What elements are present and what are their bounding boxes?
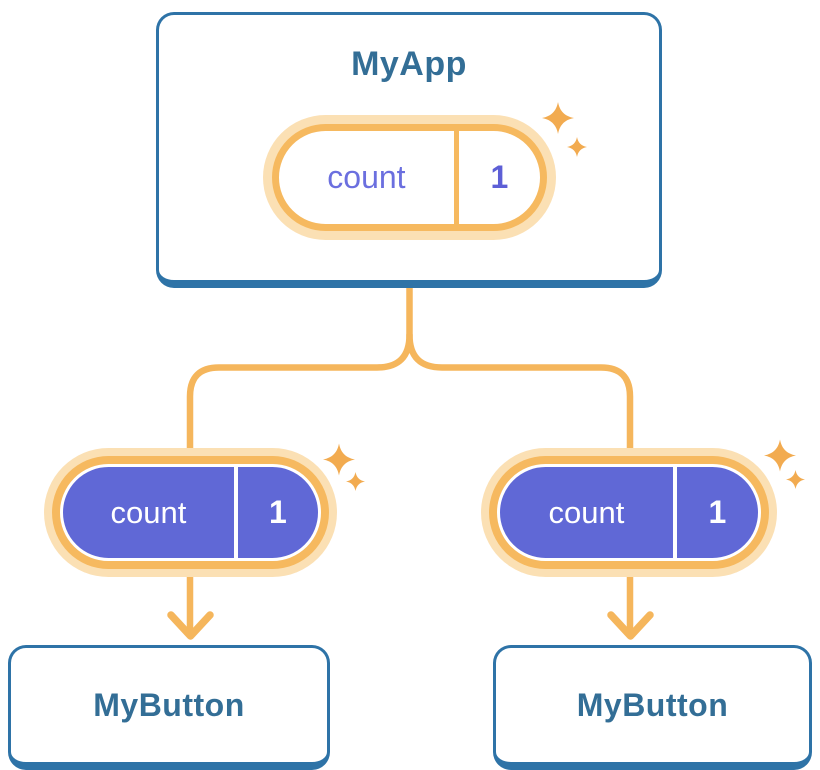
state-value: 1 bbox=[490, 159, 509, 195]
props-pill-left: count 1 bbox=[60, 464, 321, 561]
arrowhead-down-icon bbox=[167, 611, 214, 640]
pill-divider bbox=[672, 467, 677, 558]
sparkle-icon bbox=[764, 437, 796, 474]
sparkle-icon bbox=[346, 471, 365, 492]
sparkle-icon bbox=[567, 136, 587, 158]
prop-name-label: count bbox=[548, 494, 625, 530]
mybutton-card-left: MyButton bbox=[8, 645, 330, 770]
prop-value: 1 bbox=[708, 494, 727, 530]
prop-value: 1 bbox=[269, 494, 287, 530]
sparkle-icon bbox=[786, 469, 805, 490]
component-title: MyApp bbox=[351, 45, 467, 83]
props-pill-right: count 1 bbox=[497, 464, 761, 561]
arrowhead-down-icon bbox=[607, 611, 654, 640]
connector-branch-left bbox=[186, 278, 413, 637]
pill-divider bbox=[453, 131, 459, 224]
pill-divider bbox=[233, 467, 238, 558]
component-title: MyButton bbox=[93, 686, 245, 723]
component-title: MyButton bbox=[576, 686, 729, 723]
sparkle-icon bbox=[542, 99, 574, 137]
state-name-label: count bbox=[327, 159, 406, 195]
state-pill-myapp: count 1 bbox=[272, 124, 547, 231]
prop-name-label: count bbox=[110, 494, 187, 530]
sparkle-icon bbox=[323, 441, 355, 478]
mybutton-card-right: MyButton bbox=[493, 645, 812, 770]
